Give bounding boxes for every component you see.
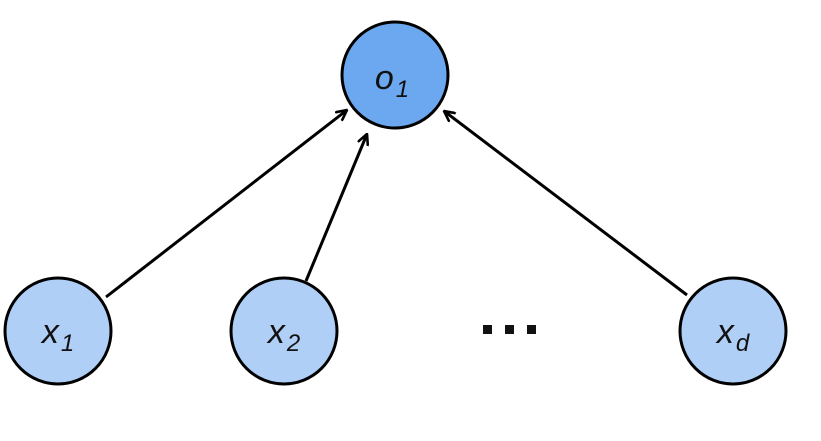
input-node-x1: x1: [3, 276, 113, 386]
input-node-circle: [3, 276, 113, 386]
input-node-label: xd: [715, 313, 750, 357]
edge-x1-to-o1: [105, 110, 347, 299]
input-node-label: x1: [40, 313, 74, 357]
edges: [105, 110, 688, 299]
ellipsis-dot: [483, 325, 492, 334]
ellipsis-dot: [527, 325, 536, 334]
input-node-label: x2: [266, 313, 300, 357]
input-node-circle: [678, 276, 788, 386]
output-node-circle: [340, 20, 450, 130]
ellipsis-dot: [505, 325, 514, 334]
ellipsis: ...: [483, 325, 536, 336]
input-node-x2: x2: [229, 276, 339, 386]
input-node-circle: [229, 276, 339, 386]
edge-xd-to-o1: [444, 111, 688, 297]
edge-x2-to-o1: [304, 134, 367, 282]
input-node-xd: xd: [678, 276, 788, 386]
ellipsis-text: ...: [510, 334, 512, 336]
output-node-label: o1: [375, 59, 409, 103]
output-node-o1: o1: [340, 20, 450, 130]
